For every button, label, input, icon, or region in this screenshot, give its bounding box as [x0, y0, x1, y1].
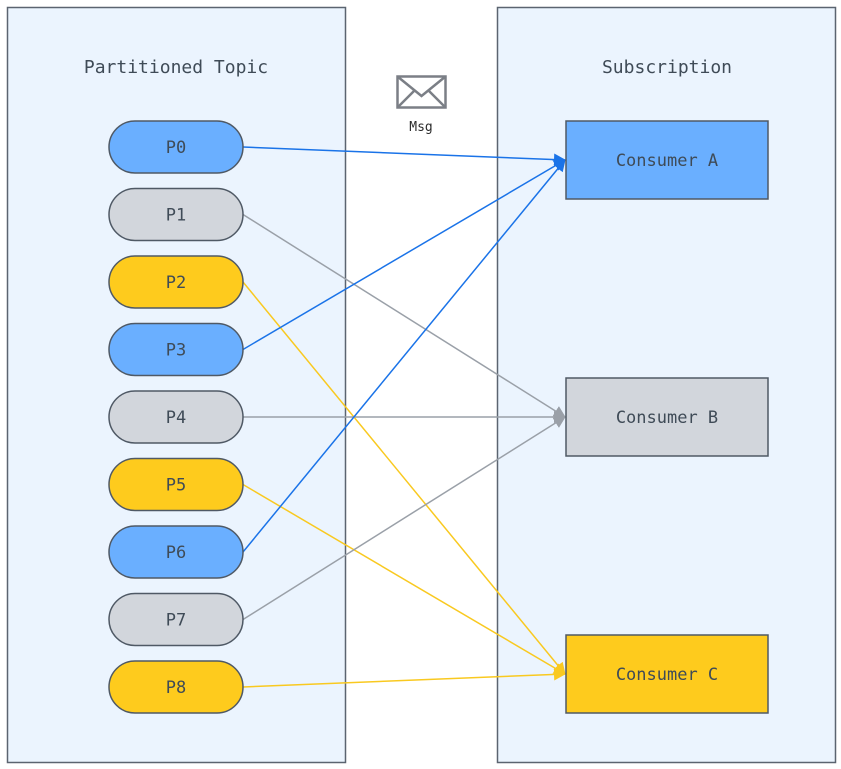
partition-p8: P8	[108, 660, 244, 714]
partition-label: P3	[166, 341, 186, 361]
consumer-a: Consumer A	[565, 120, 769, 200]
partition-p6: P6	[108, 525, 244, 579]
partition-label: P0	[166, 138, 186, 158]
partition-label: P1	[166, 206, 186, 226]
partition-pill	[108, 390, 244, 444]
connection-p5-to-c	[242, 483, 566, 675]
connections	[242, 146, 566, 688]
connection-p6-to-a	[242, 159, 566, 553]
message-indicator: Msg	[396, 75, 447, 135]
partition-p7: P7	[108, 592, 244, 647]
message-label: Msg	[409, 120, 432, 135]
partition-label: P4	[166, 408, 186, 428]
connection-p3-to-a	[242, 159, 566, 351]
consumer-c: Consumer C	[565, 634, 769, 714]
partition-p3: P3	[108, 322, 244, 377]
partition-pill	[108, 457, 244, 512]
partition-pill	[108, 187, 244, 242]
connection-p1-to-b	[242, 213, 566, 418]
envelope-icon	[396, 75, 447, 109]
partition-pill	[108, 660, 244, 714]
consumer-label: Consumer C	[616, 665, 718, 685]
connection-p7-to-b	[242, 416, 566, 621]
consumer-label: Consumer A	[616, 151, 718, 171]
consumers: Consumer A Consumer B Consumer C	[565, 120, 769, 714]
consumer-b: Consumer B	[565, 377, 769, 457]
subscription-title: Subscription	[602, 57, 732, 78]
partition-p0: P0	[108, 120, 244, 174]
consumer-label: Consumer B	[616, 408, 718, 428]
connection-p8-to-c	[242, 668, 566, 688]
partition-p4: P4	[108, 390, 244, 444]
connection-p0-to-a	[242, 146, 566, 166]
partition-pill	[108, 120, 244, 174]
partition-pill	[108, 255, 244, 309]
consumer-box	[565, 120, 769, 200]
consumer-box	[565, 634, 769, 714]
partitioned-topic-title: Partitioned Topic	[84, 57, 268, 78]
partition-pill	[108, 525, 244, 579]
partition-pill	[108, 322, 244, 377]
partition-p5: P5	[108, 457, 244, 512]
partition-label: P2	[166, 273, 186, 293]
partition-p2: P2	[108, 255, 244, 309]
partition-label: P7	[166, 611, 186, 631]
partition-label: P6	[166, 543, 186, 563]
partition-label: P5	[166, 476, 186, 496]
partition-p1: P1	[108, 187, 244, 242]
connection-p2-to-c	[242, 281, 566, 675]
partition-label: P8	[166, 678, 186, 698]
partition-pill	[108, 592, 244, 647]
consumer-box	[565, 377, 769, 457]
